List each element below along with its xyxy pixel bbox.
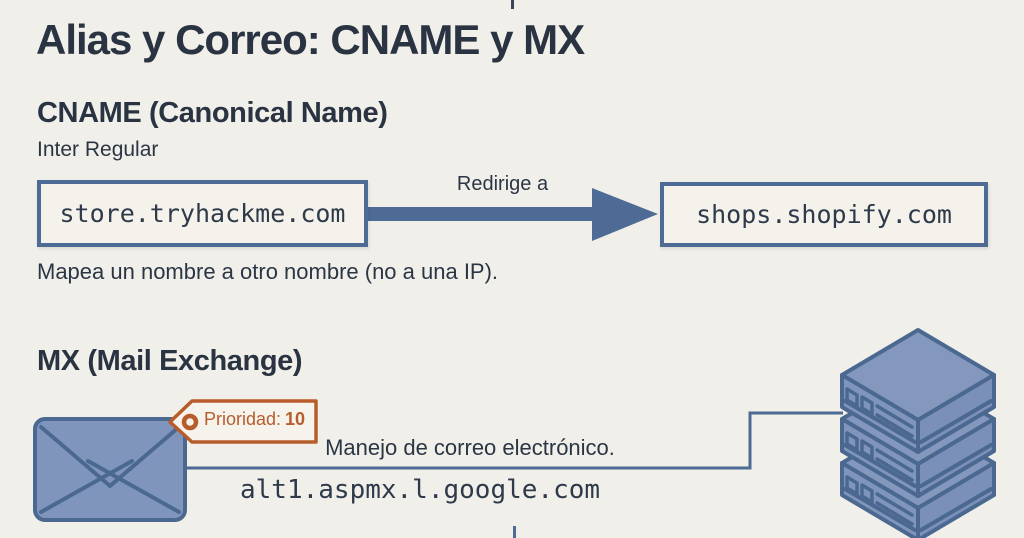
redirect-arrow-icon xyxy=(368,188,658,241)
source-domain-box: store.tryhackme.com xyxy=(37,180,368,247)
mx-description: Manejo de correo electrónico. xyxy=(325,435,615,460)
page-title: Alias y Correo: CNAME y MX xyxy=(36,16,585,63)
slide-guide-tick-bottom xyxy=(513,526,516,538)
mx-connector-line xyxy=(185,411,843,470)
target-domain-box: shops.shopify.com xyxy=(660,182,988,247)
priority-tag xyxy=(168,399,318,444)
cname-description: Mapea un nombre a otro nombre (no a una … xyxy=(37,259,499,284)
mail-server-icon xyxy=(840,328,996,538)
cname-section-heading: CNAME (Canonical Name) xyxy=(37,97,388,129)
tag-hole-icon xyxy=(181,413,199,431)
priority-tag-text: Prioridad:10 xyxy=(204,409,314,430)
mail-server-domain: alt1.aspmx.l.google.com xyxy=(240,475,601,505)
source-domain-label: store.tryhackme.com xyxy=(59,199,346,228)
redirect-arrow-label: Redirige a xyxy=(456,173,549,195)
mx-section-heading: MX (Mail Exchange) xyxy=(37,345,303,377)
envelope-icon xyxy=(33,417,187,522)
priority-label: Prioridad: xyxy=(204,409,282,429)
cname-section-subheading: Inter Regular xyxy=(37,138,159,161)
slide-guide-tick-top xyxy=(511,0,514,9)
priority-value: 10 xyxy=(285,409,306,429)
target-domain-label: shops.shopify.com xyxy=(696,200,952,229)
